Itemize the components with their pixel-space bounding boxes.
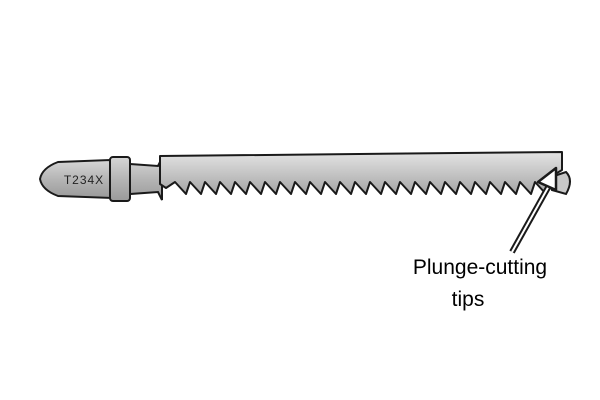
blade-neck: [129, 157, 163, 201]
callout-label-line2: tips: [451, 288, 485, 311]
callout-arrow-head: [536, 166, 558, 192]
blade-body: [159, 151, 563, 195]
callout-label-line1: Plunge-cutting: [412, 256, 548, 279]
blade-code-label: T234X: [64, 173, 104, 187]
blade-shank: [38, 158, 114, 200]
blade-collar: [109, 156, 131, 202]
